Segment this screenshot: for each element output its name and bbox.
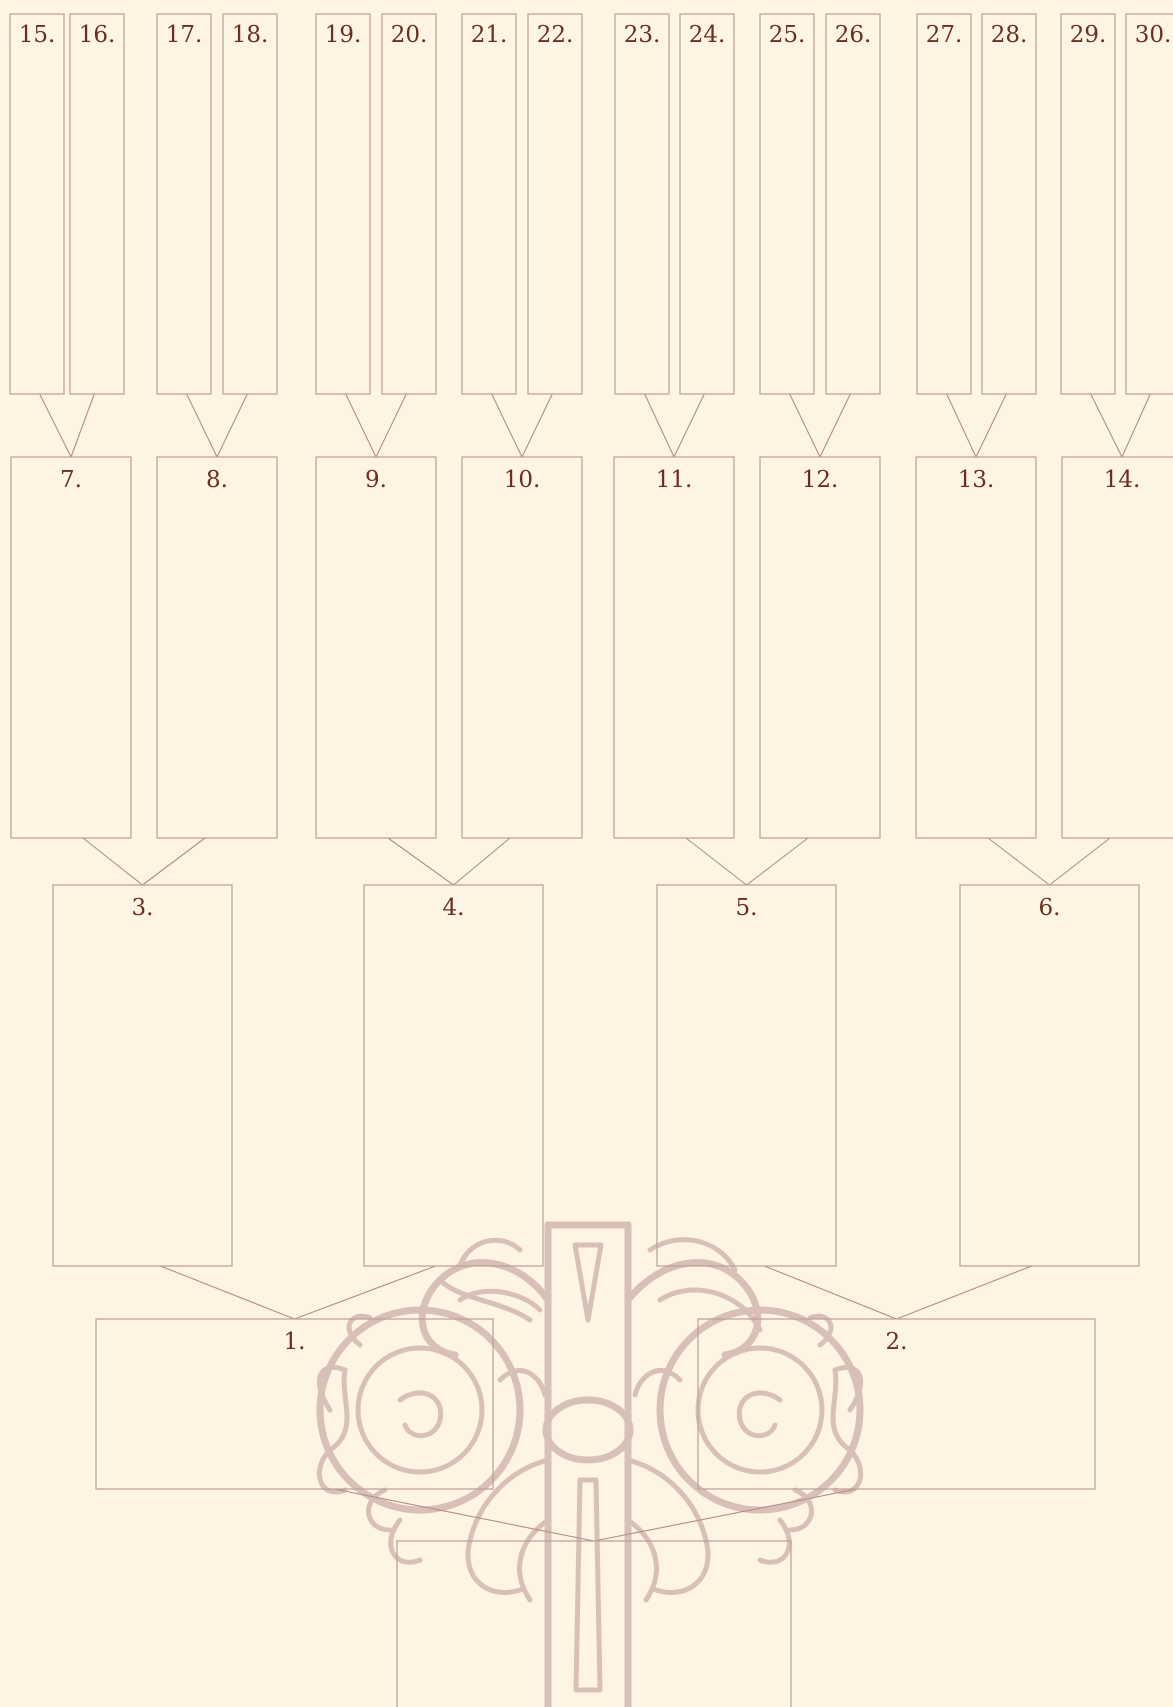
ancestor-box-great-great-grandparents-1 [10,14,64,394]
connector-line [790,394,820,457]
ancestor-box-great-grandparents-3 [316,457,436,838]
connector-line [820,394,850,457]
ancestor-box-great-grandparents-6 [760,457,880,838]
decorative-tree-icon [319,1225,860,1707]
ancestor-number-label: 10. [504,467,541,493]
ancestor-number-label: 25. [769,22,806,48]
ancestor-number-label: 16. [79,22,116,48]
ancestor-number-label: 20. [391,22,428,48]
ancestor-number-label: 2. [886,1329,908,1355]
connector-line [492,394,522,457]
connector-line [454,838,511,885]
ancestor-box-grandparents-4 [960,885,1139,1266]
connector-line [1091,394,1122,457]
ancestor-number-label: 23. [624,22,661,48]
ancestor-box-great-grandparents-4 [462,457,582,838]
ancestor-box-great-great-grandparents-12 [826,14,880,394]
ancestor-number-label: 6. [1039,895,1061,921]
ancestor-number-label: 8. [206,467,228,493]
ancestor-number-label: 5. [736,895,758,921]
ancestor-number-label: 22. [537,22,574,48]
connector-line [976,394,1006,457]
ancestor-number-label: 12. [802,467,839,493]
connector-line [686,838,747,885]
connector-line [1050,838,1111,885]
ancestor-number-label: 13. [958,467,995,493]
connector-line [947,394,976,457]
ancestor-box-grandparents-3 [657,885,836,1266]
ancestor-number-label: 21. [471,22,508,48]
ancestor-box-root-1 [397,1541,791,1707]
connector-line [346,394,376,457]
ancestor-number-label: 30. [1135,22,1172,48]
ancestor-number-label: 29. [1070,22,1107,48]
ancestor-number-label: 14. [1104,467,1141,493]
connector-line [217,394,247,457]
ancestor-box-great-great-grandparents-2 [70,14,124,394]
ancestor-number-label: 19. [325,22,362,48]
connector-line [83,838,143,885]
ancestor-box-great-great-grandparents-4 [223,14,277,394]
ancestor-number-label: 1. [284,1329,306,1355]
ancestor-box-grandparents-1 [53,885,232,1266]
ancestor-box-great-great-grandparents-16 [1126,14,1173,394]
ancestor-number-label: 11. [656,467,693,493]
ancestor-box-great-great-grandparents-14 [982,14,1036,394]
ancestor-number-label: 7. [60,467,82,493]
ancestor-number-label: 27. [926,22,963,48]
connector-line [674,394,704,457]
ancestor-number-label: 26. [835,22,872,48]
ancestor-boxes: 15. 16. 17. 18. 19. 20. 21. 22. 23. 24. 25. 26. 27. 2… [10,14,1173,1707]
connector-line [897,1266,1032,1319]
ancestor-box-great-grandparents-2 [157,457,277,838]
ancestor-number-label: 4. [443,895,465,921]
connector-line [747,838,809,885]
ancestor-box-great-great-grandparents-13 [917,14,971,394]
ancestor-number-label: 15. [19,22,56,48]
ancestor-box-great-great-grandparents-10 [680,14,734,394]
ancestor-box-great-great-grandparents-5 [316,14,370,394]
connector-lines [40,394,1151,1541]
connector-line [388,838,454,885]
ancestor-box-great-great-grandparents-7 [462,14,516,394]
connector-line [376,394,406,457]
ancestor-number-label: 3. [132,895,154,921]
ancestor-box-great-great-grandparents-3 [157,14,211,394]
ancestor-number-label: 17. [166,22,203,48]
ancestor-box-great-great-grandparents-9 [615,14,669,394]
connector-line [160,1266,294,1319]
ancestor-number-label: 28. [991,22,1028,48]
ancestor-number-label: 24. [689,22,726,48]
ancestor-number-label: 9. [365,467,387,493]
ancestor-box-great-great-grandparents-15 [1061,14,1115,394]
connector-line [187,394,217,457]
connector-line [988,838,1050,885]
ancestor-box-great-great-grandparents-8 [528,14,582,394]
ancestor-box-great-great-grandparents-11 [760,14,814,394]
ancestor-box-great-grandparents-7 [916,457,1036,838]
connector-line [1122,394,1150,457]
ancestor-box-great-grandparents-5 [614,457,734,838]
connector-line [522,394,552,457]
ancestor-box-great-great-grandparents-6 [382,14,436,394]
ancestor-box-great-grandparents-8 [1062,457,1173,838]
ancestor-box-great-grandparents-1 [11,457,131,838]
connector-line [143,838,206,885]
connector-line [40,394,71,457]
ancestor-number-label: 18. [232,22,269,48]
connector-line [594,1489,857,1541]
connector-line [71,394,94,457]
connector-line [645,394,674,457]
ancestor-box-grandparents-2 [364,885,543,1266]
